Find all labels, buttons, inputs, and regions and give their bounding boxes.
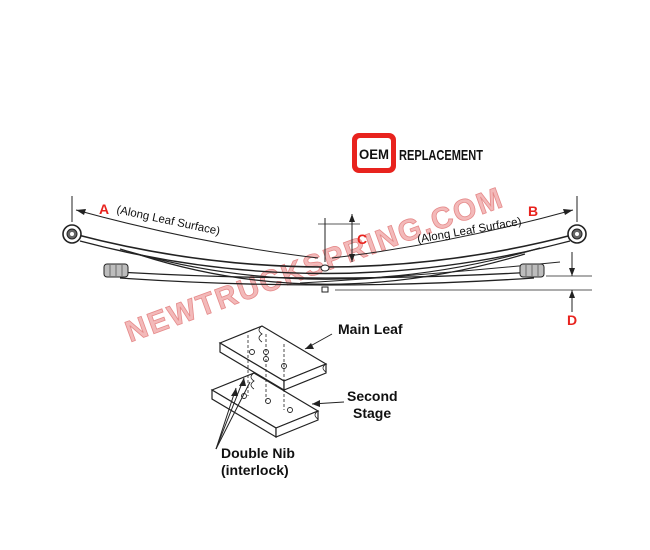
second-leaf-bottom-edge xyxy=(139,253,526,285)
center-bolt xyxy=(320,264,330,293)
dimension-c: C xyxy=(318,214,367,262)
main-leaf-block xyxy=(218,325,328,392)
dimension-d: D xyxy=(335,252,592,328)
second-stage-label-line1: Second xyxy=(347,388,398,404)
left-spring-eye xyxy=(62,224,82,244)
dimension-a-letter: A xyxy=(99,201,109,217)
dimension-d-letter: D xyxy=(567,312,577,328)
left-stage-pad xyxy=(103,263,129,278)
right-stage-pad xyxy=(519,263,545,278)
callout-main-leaf: Main Leaf xyxy=(304,321,403,350)
second-leaf-edge xyxy=(119,247,541,280)
main-leaf-label: Main Leaf xyxy=(338,321,403,337)
double-nib-label-line2: (interlock) xyxy=(221,462,289,478)
oem-label: OEM xyxy=(359,146,389,162)
second-stage-top-edge xyxy=(117,271,537,279)
callout-double-nib xyxy=(215,377,251,450)
oem-badge-inner xyxy=(357,138,391,168)
replacement-label: REPLACEMENT xyxy=(399,147,483,164)
dimension-c-letter: C xyxy=(357,231,367,247)
second-stage-label-line2: Stage xyxy=(353,405,391,421)
oem-replacement-badge: OEM REPLACEMENT xyxy=(352,133,483,173)
double-nib-label-line1: Double Nib xyxy=(221,445,295,461)
callout-second-stage: Second Stage xyxy=(311,388,398,421)
second-stage-block xyxy=(210,372,320,439)
second-stage-bottom-edge xyxy=(119,277,535,286)
right-spring-eye xyxy=(567,224,587,244)
dimension-b-letter: B xyxy=(528,203,538,219)
